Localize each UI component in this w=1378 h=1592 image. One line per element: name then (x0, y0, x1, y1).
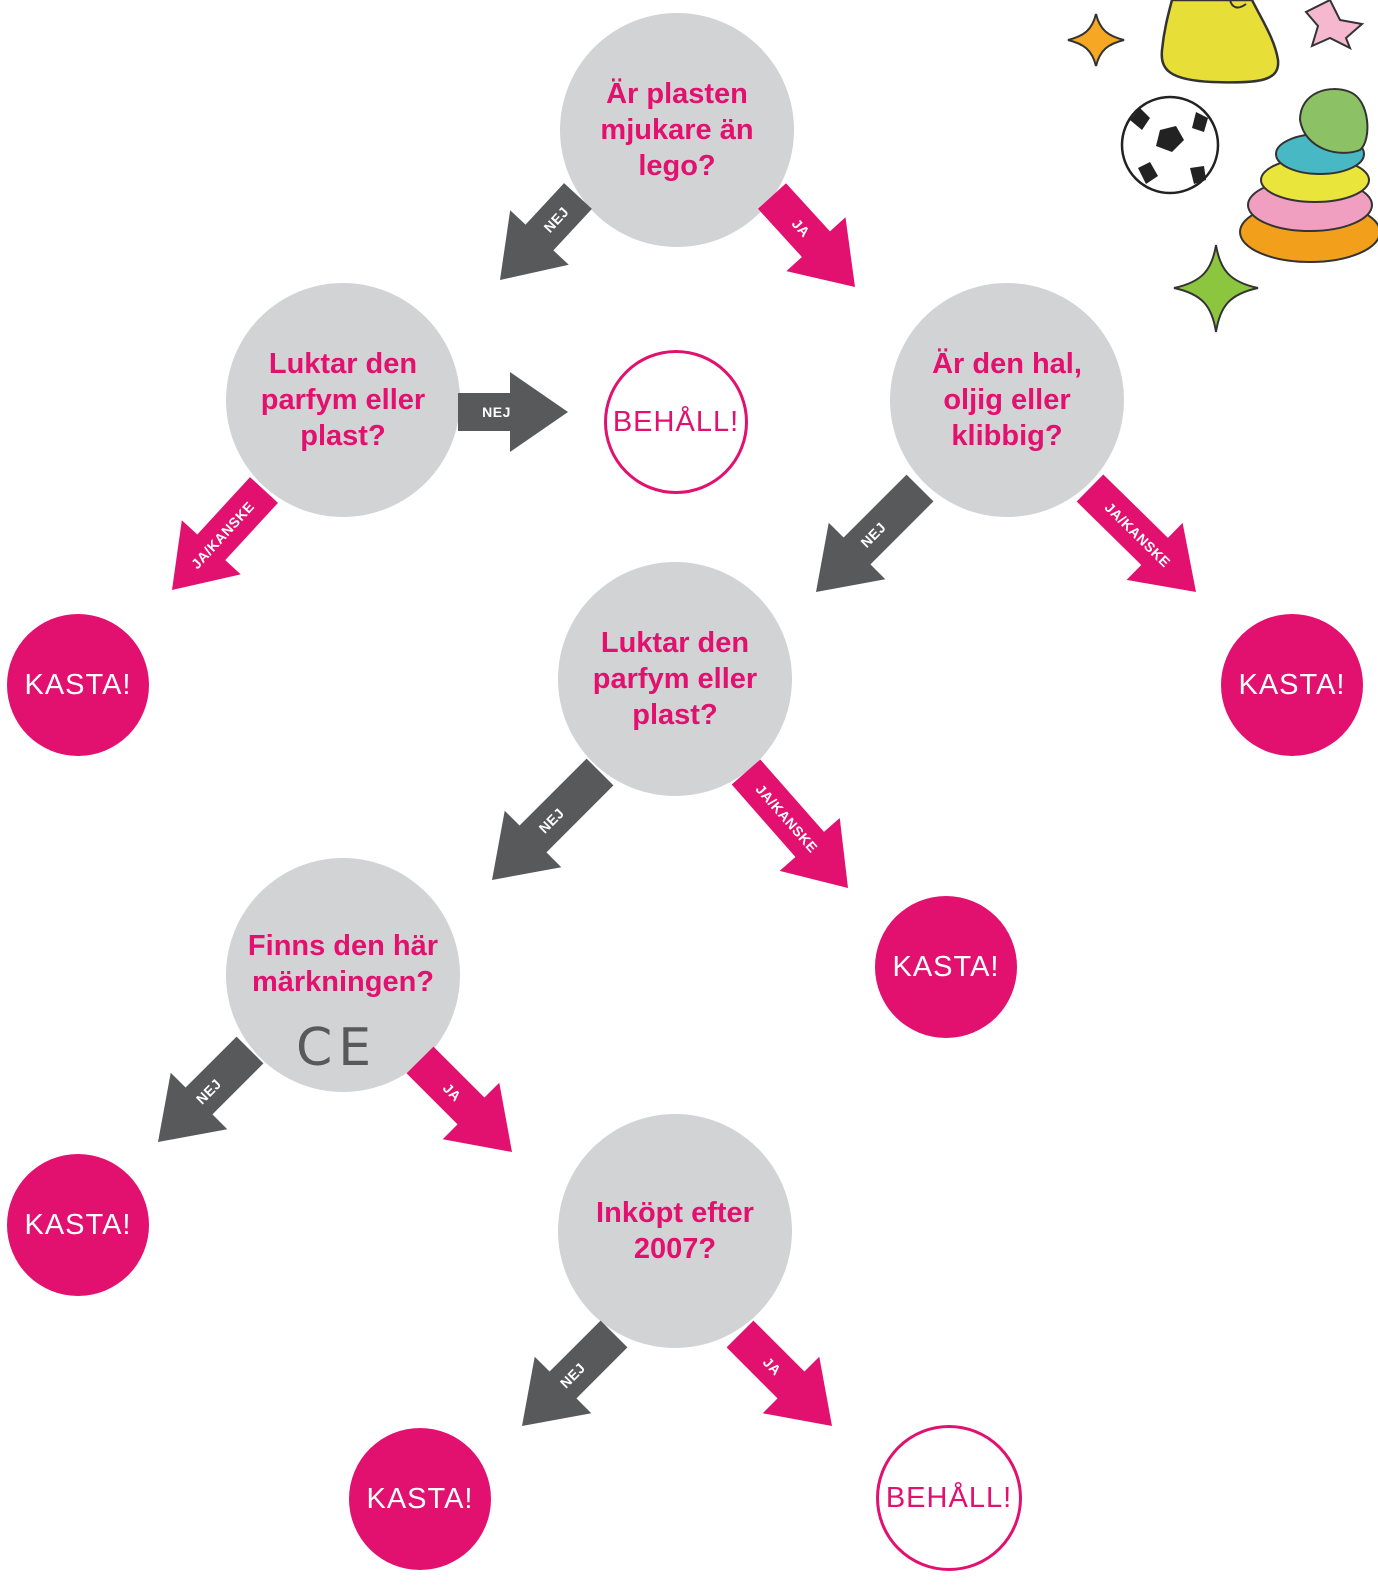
question-text: Finns den här märkningen? (247, 930, 439, 998)
result-label: BEHÅLL! (612, 405, 740, 438)
star-icon (1304, 0, 1365, 51)
ce-mark-icon: CE (296, 1018, 378, 1078)
question-smells-left: Luktar den parfym eller plast? (226, 283, 460, 517)
arrow-shape (492, 758, 614, 880)
arrow-q6-nej: NEJ (522, 1320, 628, 1426)
result-keep-after-2007: BEHÅLL! (876, 1425, 1022, 1571)
question-smells-middle: Luktar den parfym eller plast? (558, 562, 792, 796)
result-discard-middle: KASTA! (875, 896, 1017, 1038)
result-keep-top: BEHÅLL! (604, 350, 748, 494)
toy-illustrations (1067, 0, 1378, 333)
arrow-q1-ja: JA (757, 183, 855, 287)
arrow-shape (522, 1320, 628, 1426)
arrow-label: NEJ (482, 404, 511, 420)
arrow-q2-nej: NEJ (458, 372, 568, 452)
arrow-q5-ja: JA (406, 1046, 512, 1152)
result-discard-no-ce: KASTA! (7, 1154, 149, 1296)
sparkle-icon (1173, 244, 1259, 333)
arrow-q3-nej: NEJ (816, 474, 934, 592)
question-text: Luktar den parfym eller plast? (592, 627, 758, 731)
soccer-ball-icon (1120, 95, 1220, 195)
question-bought-after-2007: Inköpt efter 2007? (558, 1114, 792, 1348)
arrow-shape (1076, 474, 1196, 592)
arrow-shape (757, 183, 855, 287)
question-slippery: Är den hal, oljig eller klibbig? (890, 283, 1124, 517)
arrow-q5-nej: NEJ (158, 1036, 264, 1142)
result-label: KASTA! (366, 1482, 474, 1515)
question-text: Inköpt efter 2007? (596, 1197, 754, 1265)
arrow-shape (458, 372, 568, 452)
question-softer-than-lego: Är plasten mjukare än lego? (560, 13, 794, 247)
arrow-q1-nej: NEJ (500, 183, 592, 280)
arrow-shape (726, 1320, 832, 1426)
arrow-shape (172, 477, 278, 590)
star-icon (1067, 13, 1125, 67)
result-label: KASTA! (24, 668, 132, 701)
arrow-q6-ja: JA (726, 1320, 832, 1426)
arrow-q4-nej: NEJ (492, 758, 614, 880)
result-discard-before-2007: KASTA! (349, 1428, 491, 1570)
result-label: KASTA! (1238, 668, 1346, 701)
arrow-q3-ja-kanske: JA/KANSKE (1076, 474, 1196, 592)
bib-icon (1160, 0, 1280, 84)
question-text: Är plasten mjukare än lego? (600, 78, 754, 182)
arrow-shape (500, 183, 592, 280)
result-label: KASTA! (24, 1208, 132, 1241)
arrow-shape (731, 759, 848, 888)
arrow-shape (158, 1036, 264, 1142)
arrow-shape (816, 474, 934, 592)
result-label: KASTA! (892, 950, 1000, 983)
ring-stack-toy-icon (1239, 88, 1378, 263)
result-discard-left: KASTA! (7, 614, 149, 756)
arrow-shape (406, 1046, 512, 1152)
question-ce-marking: Finns den här märkningen? (226, 858, 460, 1092)
result-discard-right: KASTA! (1221, 614, 1363, 756)
result-label: BEHÅLL! (885, 1481, 1013, 1514)
question-text: Är den hal, oljig eller klibbig? (932, 348, 1082, 452)
question-text: Luktar den parfym eller plast? (260, 348, 426, 452)
arrow-q4-ja-kanske: JA/KANSKE (731, 759, 848, 888)
arrow-q2-ja-kanske: JA/KANSKE (172, 477, 278, 590)
